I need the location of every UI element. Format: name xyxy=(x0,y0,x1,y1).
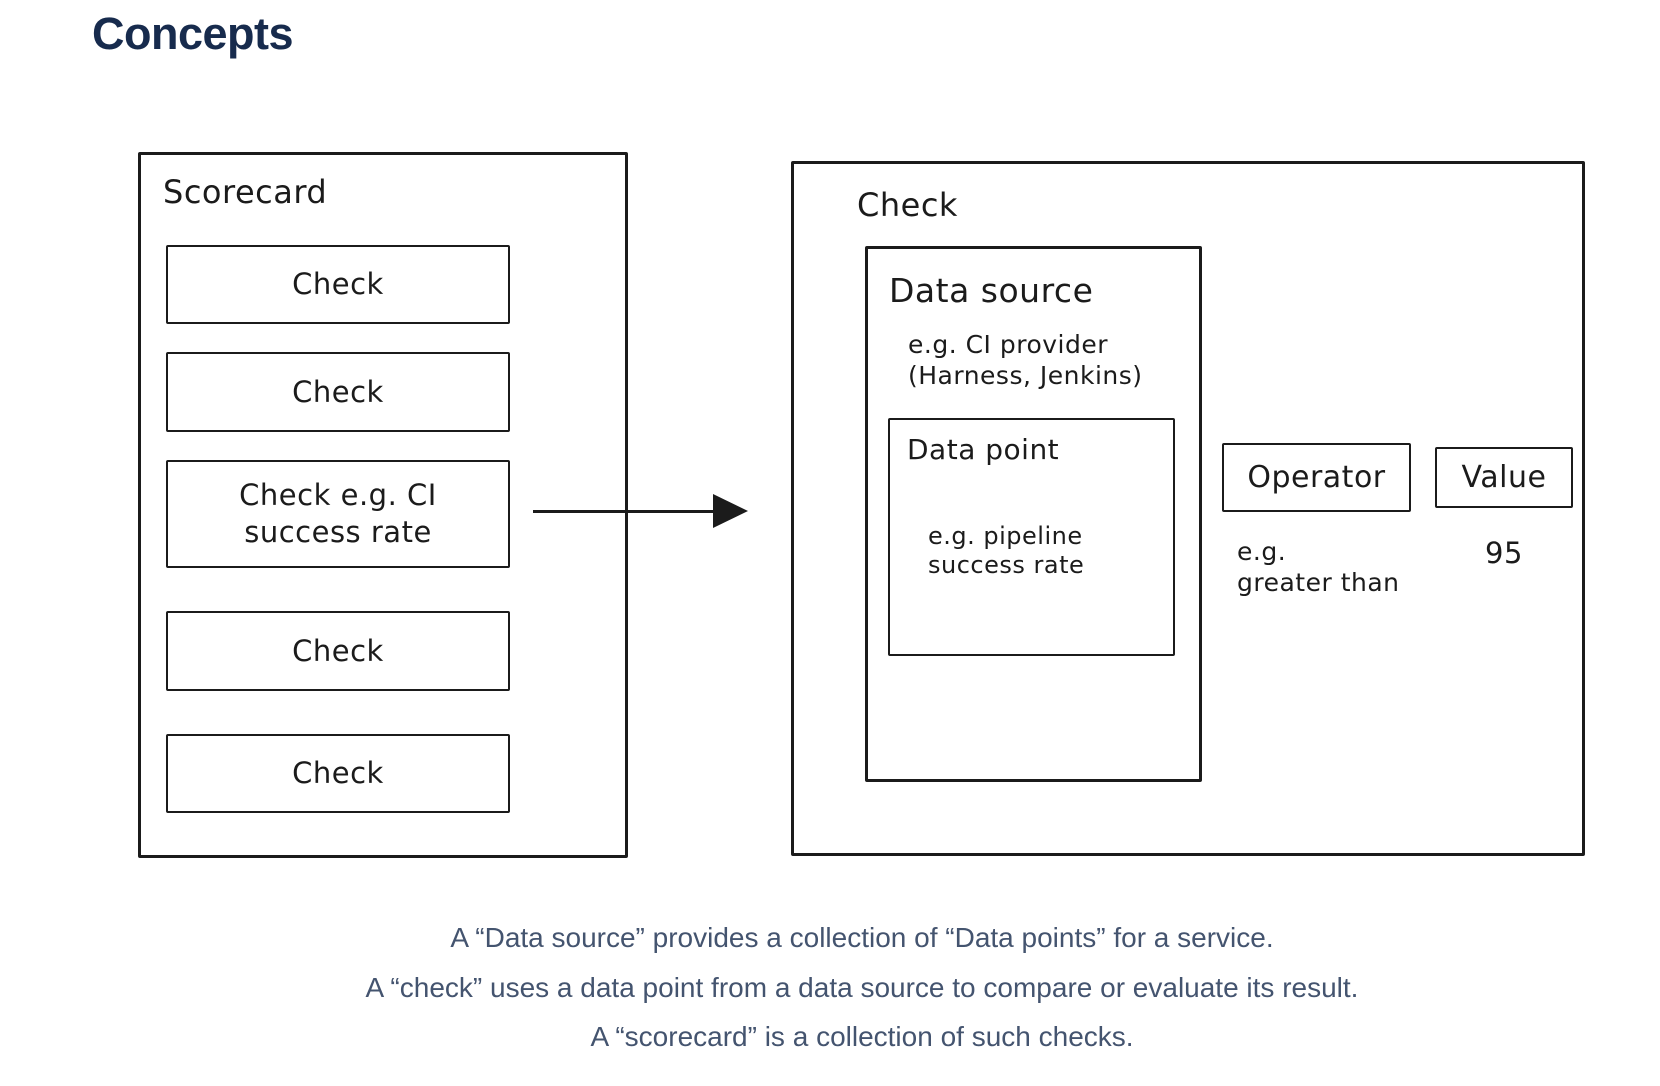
value-box: Value xyxy=(1435,447,1573,508)
check-container: Check Data source e.g. CI provider (Harn… xyxy=(791,161,1585,856)
check-label-line-2: success rate xyxy=(244,515,432,549)
check-panel-label: Check xyxy=(857,186,958,224)
data-point-label: Data point xyxy=(907,433,1060,466)
operator-example: e.g. greater than xyxy=(1237,536,1400,598)
value-example: 95 xyxy=(1485,536,1523,570)
caption-line-1: A “Data source” provides a collection of… xyxy=(450,922,1274,953)
check-label: Check xyxy=(292,633,384,668)
check-label: Check xyxy=(292,374,384,409)
data-source-example-line-2: (Harness, Jenkins) xyxy=(908,361,1143,390)
arrow-right-icon xyxy=(713,494,748,528)
scorecard-check-2: Check xyxy=(166,352,510,432)
operator-example-line-2: greater than xyxy=(1237,568,1400,597)
value-label: Value xyxy=(1461,460,1547,495)
arrow-line xyxy=(533,510,718,513)
data-source-example: e.g. CI provider (Harness, Jenkins) xyxy=(908,329,1143,391)
scorecard-check-5: Check xyxy=(166,734,510,813)
check-label-line-1: Check e.g. CI xyxy=(239,478,437,512)
data-source-label: Data source xyxy=(889,271,1094,310)
data-point-container: Data point e.g. pipeline success rate xyxy=(888,418,1175,656)
caption-line-3: A “scorecard” is a collection of such ch… xyxy=(590,1021,1134,1052)
page-title: Concepts xyxy=(92,8,294,59)
scorecard-container: Scorecard Check Check Check e.g. CI succ… xyxy=(138,152,628,858)
operator-label: Operator xyxy=(1247,460,1386,495)
scorecard-check-ci-success-rate: Check e.g. CI success rate xyxy=(166,460,510,568)
scorecard-to-check-arrow xyxy=(533,494,748,528)
scorecard-check-1: Check xyxy=(166,245,510,324)
data-point-example-line-1: e.g. pipeline xyxy=(928,522,1083,550)
data-point-example-line-2: success rate xyxy=(928,551,1085,579)
check-label: Check xyxy=(292,756,384,790)
scorecard-check-4: Check xyxy=(166,611,510,691)
data-point-example: e.g. pipeline success rate xyxy=(928,522,1084,580)
operator-example-line-1: e.g. xyxy=(1237,537,1287,566)
operator-box: Operator xyxy=(1222,443,1411,512)
caption-line-2: A “check” uses a data point from a data … xyxy=(365,971,1359,1003)
scorecard-label: Scorecard xyxy=(163,173,328,211)
data-source-example-line-1: e.g. CI provider xyxy=(908,330,1109,359)
concepts-caption: A “Data source” provides a collection of… xyxy=(62,913,1660,1062)
data-source-container: Data source e.g. CI provider (Harness, J… xyxy=(865,246,1202,782)
check-label: Check xyxy=(292,267,384,301)
